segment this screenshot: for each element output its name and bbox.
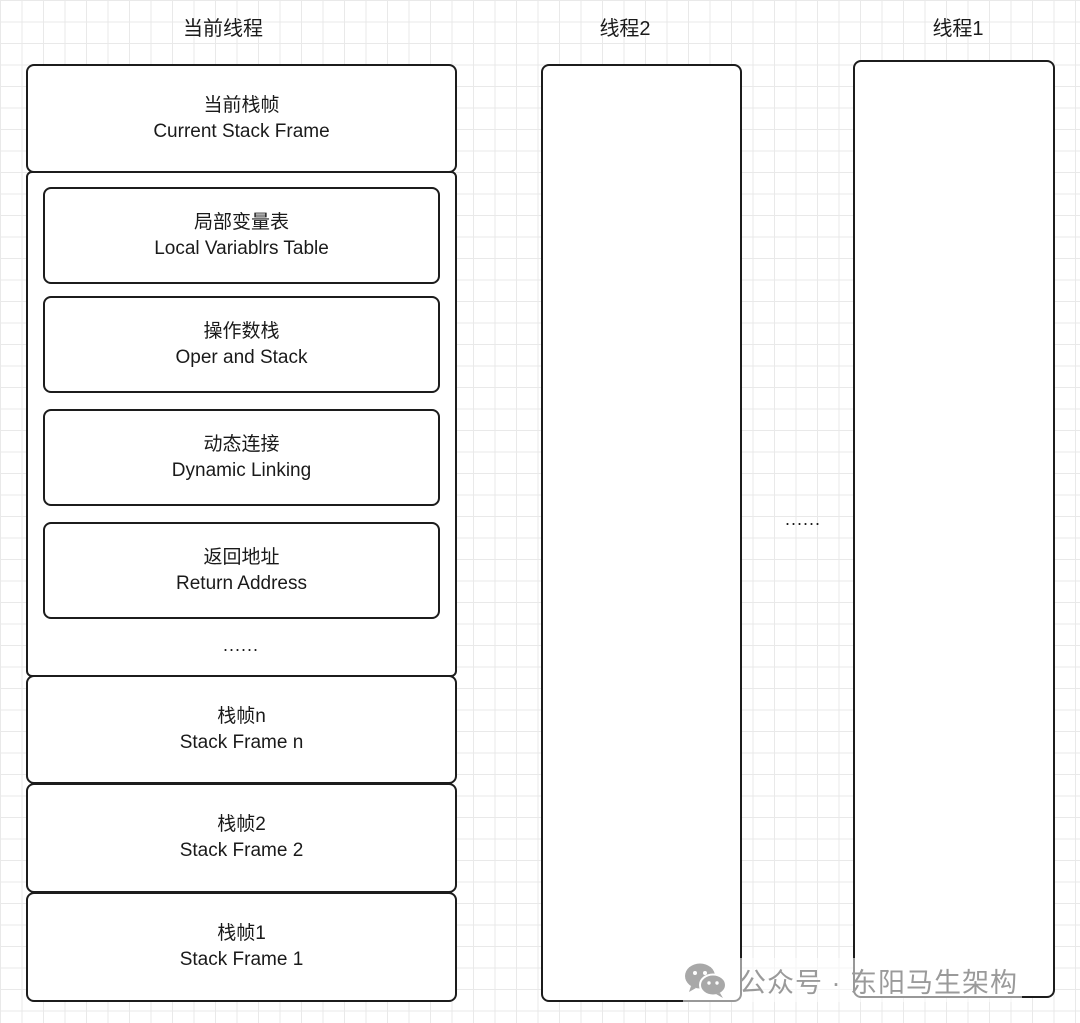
return-address-label: 返回地址 Return Address (45, 545, 438, 597)
thread1-stack-box (853, 60, 1055, 998)
local-variables-table-box: 局部变量表 Local Variablrs Table (43, 187, 440, 284)
return-address-en: Return Address (176, 572, 307, 594)
return-address-box: 返回地址 Return Address (43, 522, 440, 619)
current-stack-frame-box: 当前栈帧 Current Stack Frame (26, 64, 457, 173)
thread1-title: 线程1 (932, 18, 984, 40)
thread2-title: 线程2 (599, 18, 651, 40)
stack-frame-1-zh: 栈帧1 (217, 923, 266, 944)
operand-stack-label: 操作数栈 Oper and Stack (45, 319, 438, 371)
stack-frame-n-box: 栈帧n Stack Frame n (26, 675, 457, 784)
stack-frame-n-en: Stack Frame n (179, 731, 304, 753)
watermark-text: 公众号 · 东阳马生架构 (739, 967, 1018, 998)
stack-frame-2-zh: 栈帧2 (217, 814, 266, 835)
dynamic-linking-zh: 动态连接 (203, 433, 280, 455)
operand-stack-box: 操作数栈 Oper and Stack (43, 296, 440, 393)
stack-frame-2-en: Stack Frame 2 (179, 840, 304, 861)
dynamic-linking-en: Dynamic Linking (171, 459, 312, 481)
stack-frame-1-box: 栈帧1 Stack Frame 1 (26, 892, 457, 1002)
wechat-icon (685, 963, 727, 998)
return-address-zh: 返回地址 (203, 546, 280, 568)
current-stack-frame-label: 当前栈帧 Current Stack Frame (28, 93, 455, 145)
stack-frame-n-label: 栈帧n Stack Frame n (28, 704, 455, 756)
stack-frame-1-en: Stack Frame 1 (179, 949, 304, 970)
operand-stack-zh: 操作数栈 (203, 320, 280, 342)
dynamic-linking-box: 动态连接 Dynamic Linking (43, 409, 440, 506)
frame-parts-ellipsis: ...... (222, 635, 259, 655)
current-stack-frame-en: Current Stack Frame (153, 120, 330, 142)
current-stack-frame-zh: 当前栈帧 (203, 94, 280, 116)
stack-frame-2-label: 栈帧2 Stack Frame 2 (28, 812, 455, 864)
current-thread-title: 当前线程 (183, 18, 263, 40)
operand-stack-en: Oper and Stack (175, 346, 308, 368)
stack-frame-n-zh: 栈帧n (217, 705, 266, 727)
stack-frame-1-label: 栈帧1 Stack Frame 1 (28, 921, 455, 973)
stack-frame-2-box: 栈帧2 Stack Frame 2 (26, 783, 457, 893)
local-variables-table-label: 局部变量表 Local Variablrs Table (45, 210, 438, 262)
thread2-stack-box (541, 64, 742, 1002)
dynamic-linking-label: 动态连接 Dynamic Linking (45, 432, 438, 484)
local-variables-table-en: Local Variablrs Table (154, 237, 329, 259)
local-variables-table-zh: 局部变量表 (193, 211, 289, 233)
watermark: 公众号 · 东阳马生架构 (683, 958, 1022, 1002)
between-threads-ellipsis: ...... (784, 509, 821, 529)
